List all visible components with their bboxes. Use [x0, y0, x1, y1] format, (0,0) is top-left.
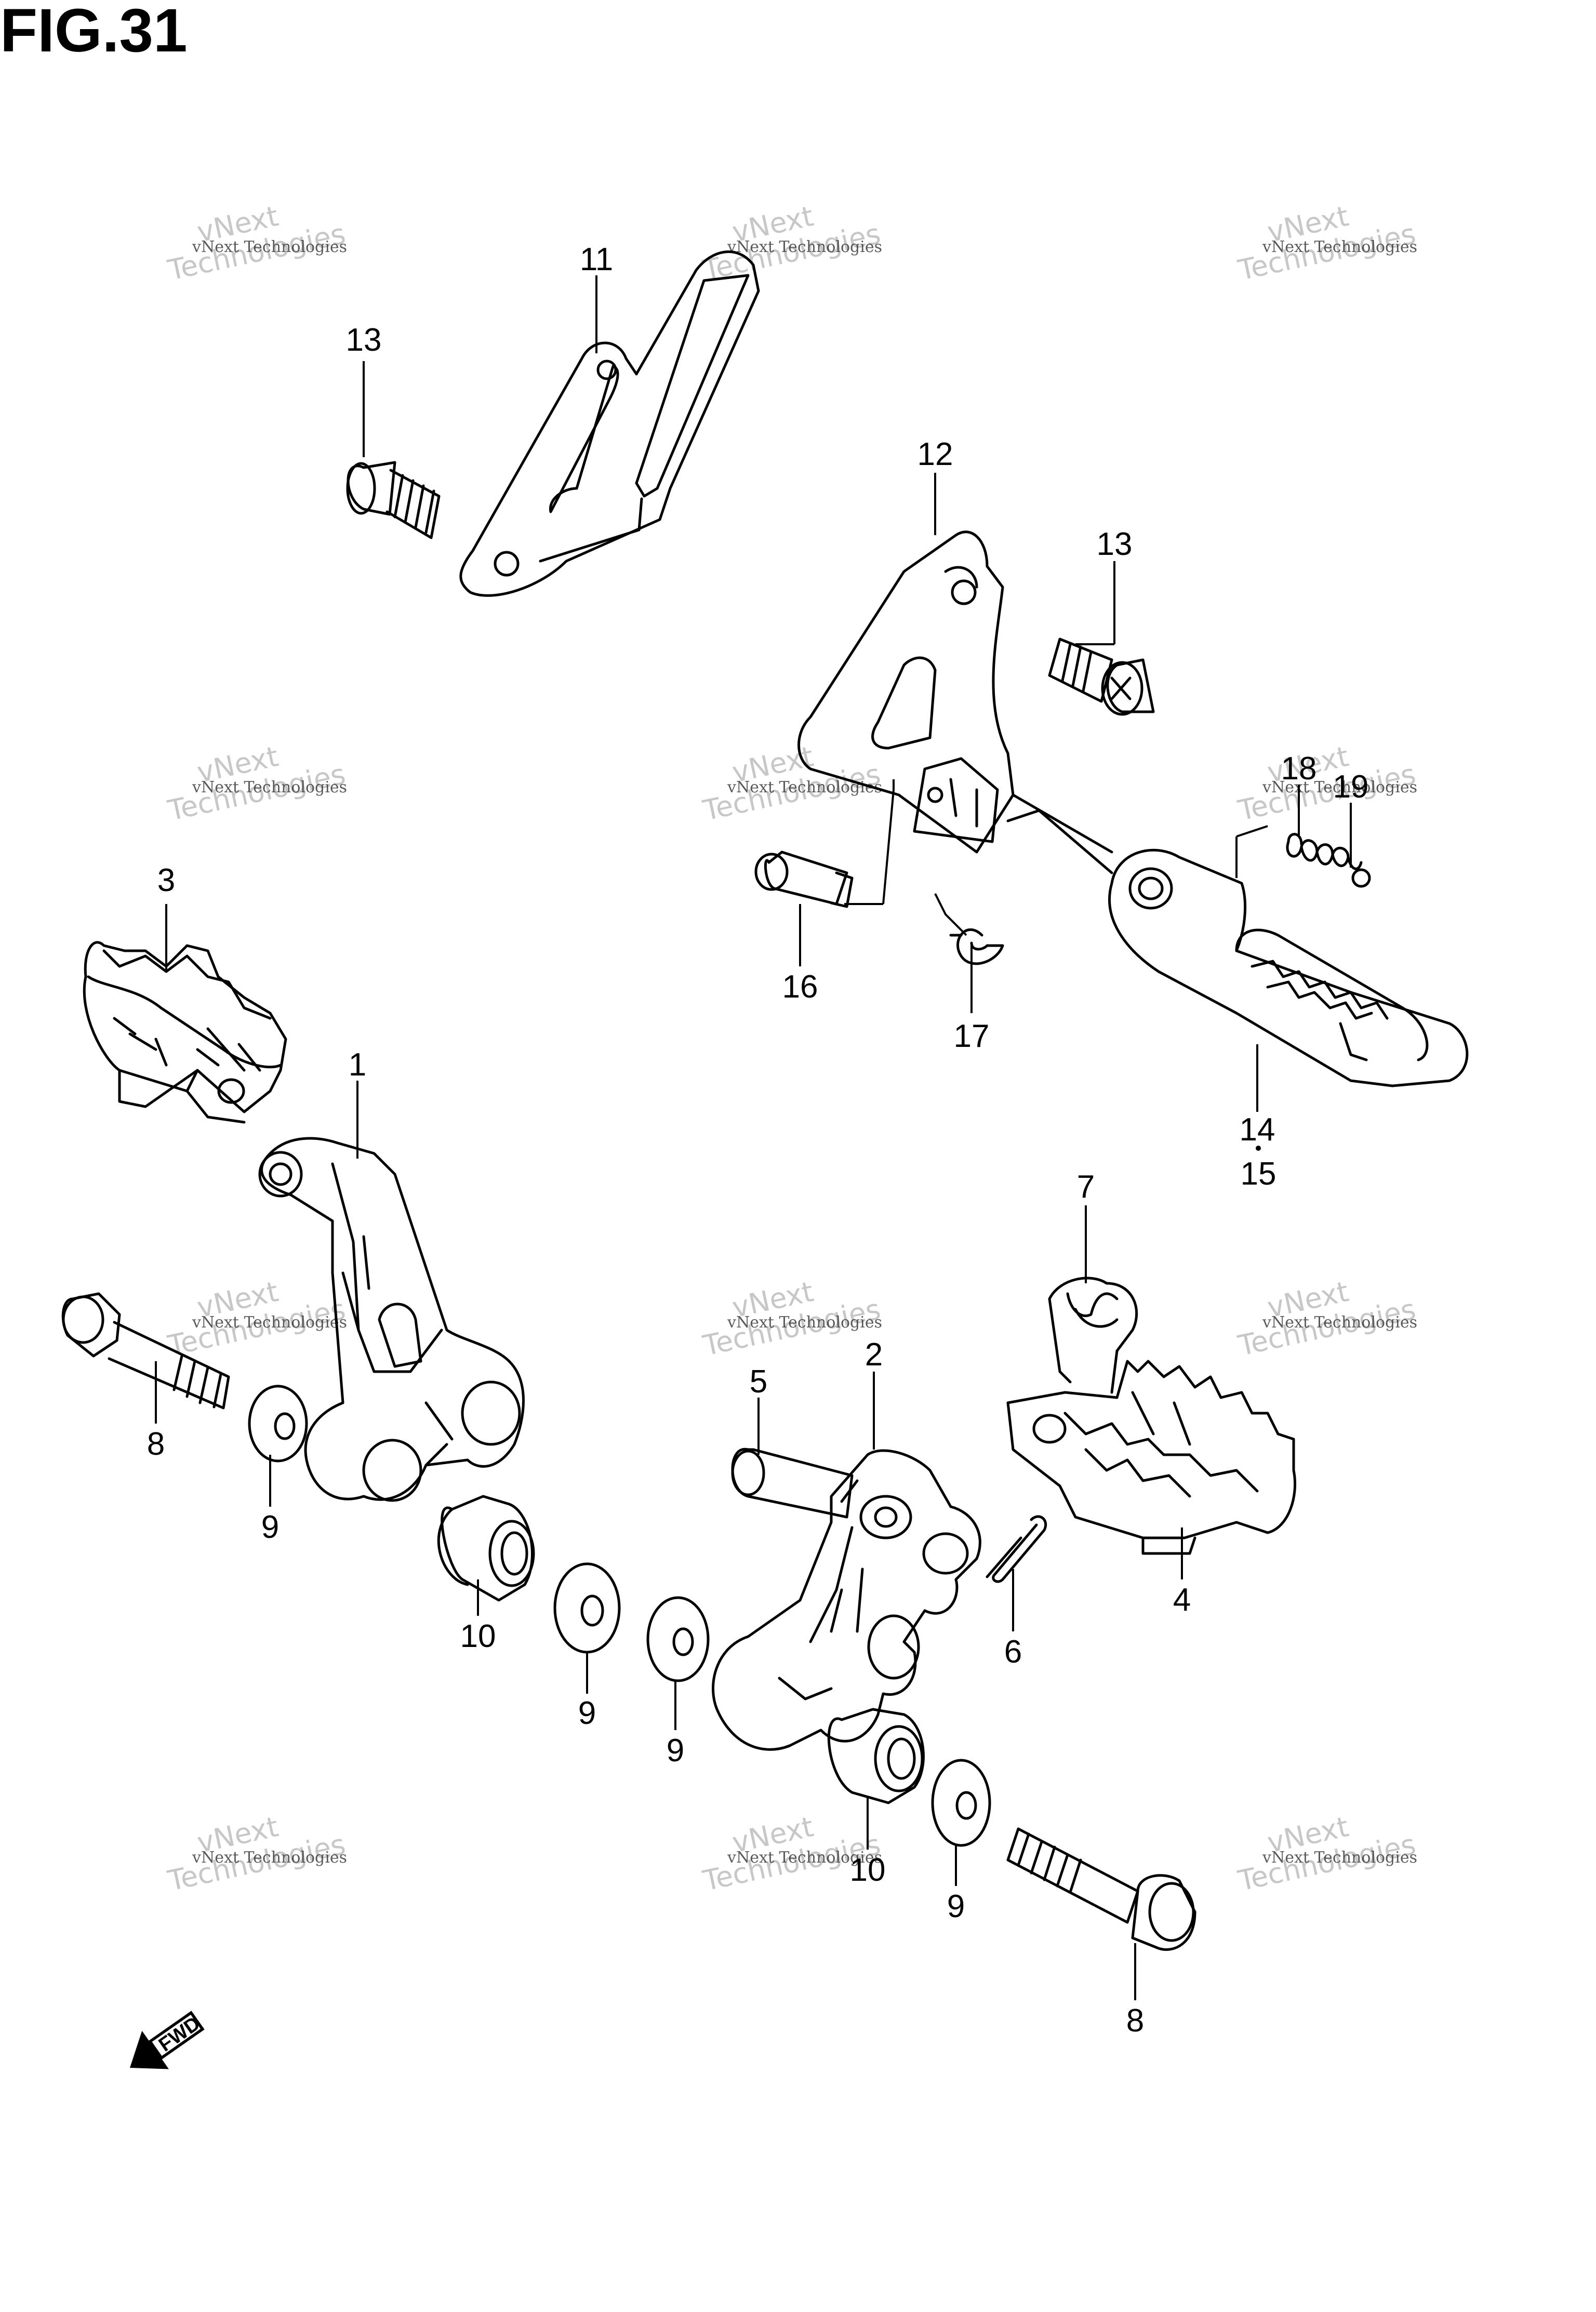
- part-5-pin: [731, 1447, 854, 1519]
- callout-19: 19: [1333, 769, 1369, 805]
- callout-16: 16: [782, 969, 818, 1005]
- callout-13-a: 13: [346, 322, 382, 358]
- watermark-1: vNext Technologies: [165, 200, 348, 287]
- watermark-5: vNext Technologies: [700, 740, 883, 827]
- callout-15: 15: [1241, 1156, 1276, 1192]
- part-8-bolt-a: [61, 1292, 230, 1410]
- callout-6: 6: [1004, 1634, 1022, 1670]
- part-11-bracket: [459, 250, 760, 597]
- callout-3: 3: [157, 862, 175, 898]
- part-9-washer-d: [931, 1759, 991, 1847]
- part-10-bushing-a: [437, 1495, 535, 1602]
- leader-lines: [155, 275, 1352, 2000]
- watermark-4: vNext Technologies: [165, 740, 348, 827]
- callout-8-a: 8: [147, 1426, 165, 1462]
- callout-18: 18: [1281, 751, 1317, 787]
- part-17-e-clip: [949, 928, 1004, 965]
- watermark-caption-3: vNext Technologies: [1262, 238, 1417, 256]
- part-13-bolt-a: [346, 461, 441, 539]
- part-16-pin: [754, 851, 854, 908]
- callout-8-b: 8: [1126, 2003, 1144, 2039]
- callout-1: 1: [349, 1047, 366, 1083]
- callout-7: 7: [1077, 1169, 1095, 1205]
- part-9-washer-a: [248, 1385, 308, 1463]
- part-19-ball: [1351, 868, 1371, 888]
- watermark-caption-4: vNext Technologies: [192, 778, 347, 796]
- watermark-caption-10: vNext Technologies: [192, 1849, 347, 1867]
- part-12-footrest-bracket: [797, 530, 1015, 854]
- part-9-washer-c: [646, 1596, 710, 1682]
- watermark-caption-8: vNext Technologies: [727, 1313, 882, 1332]
- watermark-6: vNext Technologies: [1235, 740, 1418, 827]
- watermark-3: vNext Technologies: [1235, 200, 1418, 287]
- callout-14: 14: [1240, 1112, 1275, 1148]
- callout-2: 2: [865, 1337, 883, 1373]
- part-6-cotter-pin: [986, 1515, 1047, 1583]
- callout-10-a: 10: [460, 1618, 496, 1654]
- part-8-bolt-b: [1006, 1827, 1196, 1951]
- callout-4: 4: [1173, 1582, 1191, 1618]
- callout-17: 17: [954, 1018, 990, 1054]
- watermark-caption-6: vNext Technologies: [1262, 778, 1417, 796]
- part-4-footpeg: [1006, 1360, 1297, 1555]
- callout-9-d: 9: [947, 1889, 965, 1924]
- watermark-caption-5: vNext Technologies: [727, 778, 882, 796]
- watermark-7: vNext Technologies: [165, 1275, 348, 1362]
- callout-5: 5: [750, 1364, 767, 1400]
- part-13-bolt-b: [1048, 637, 1155, 716]
- part-14-footpeg: [1006, 793, 1469, 1087]
- forward-arrow: FWD: [130, 2011, 205, 2069]
- callout-10-b: 10: [850, 1852, 886, 1888]
- watermark-12: vNext Technologies: [1235, 1810, 1418, 1897]
- part-2-footrest-hanger: [712, 1449, 981, 1751]
- part-3-footpeg: [83, 941, 287, 1124]
- watermark-caption-11: vNext Technologies: [727, 1849, 882, 1867]
- callout-9-b: 9: [578, 1695, 596, 1731]
- figure-title: FIG.31: [0, 0, 188, 65]
- watermark-10: vNext Technologies: [165, 1810, 348, 1897]
- part-10-bushing-b: [827, 1708, 925, 1804]
- watermark-9: vNext Technologies: [1235, 1275, 1418, 1362]
- part-9-washer-b: [553, 1562, 621, 1654]
- callout-13-b: 13: [1097, 526, 1133, 562]
- callout-labels: 11 13 12 13 18 19 3 16 17 1 14 15 7 5 2 …: [147, 242, 1369, 2039]
- watermark-2: vNext Technologies: [700, 200, 883, 287]
- part-1-footrest-hanger: [258, 1137, 525, 1502]
- callout-9-a: 9: [261, 1509, 279, 1545]
- watermark-caption-2: vNext Technologies: [727, 238, 882, 256]
- callout-dot: [1256, 1146, 1261, 1151]
- watermark-caption-12: vNext Technologies: [1262, 1849, 1417, 1867]
- part-18-spring: [1286, 833, 1363, 870]
- watermarks: vNext Technologies vNext Technologies vN…: [165, 200, 1418, 1897]
- watermark-caption-1: vNext Technologies: [192, 238, 347, 256]
- watermark-caption-9: vNext Technologies: [1262, 1313, 1417, 1332]
- callout-12: 12: [917, 436, 953, 472]
- watermark-8: vNext Technologies: [700, 1275, 883, 1362]
- part-7-spring: [1048, 1277, 1138, 1394]
- callout-11: 11: [580, 242, 613, 277]
- watermark-caption-7: vNext Technologies: [192, 1313, 347, 1332]
- callout-9-c: 9: [667, 1733, 684, 1769]
